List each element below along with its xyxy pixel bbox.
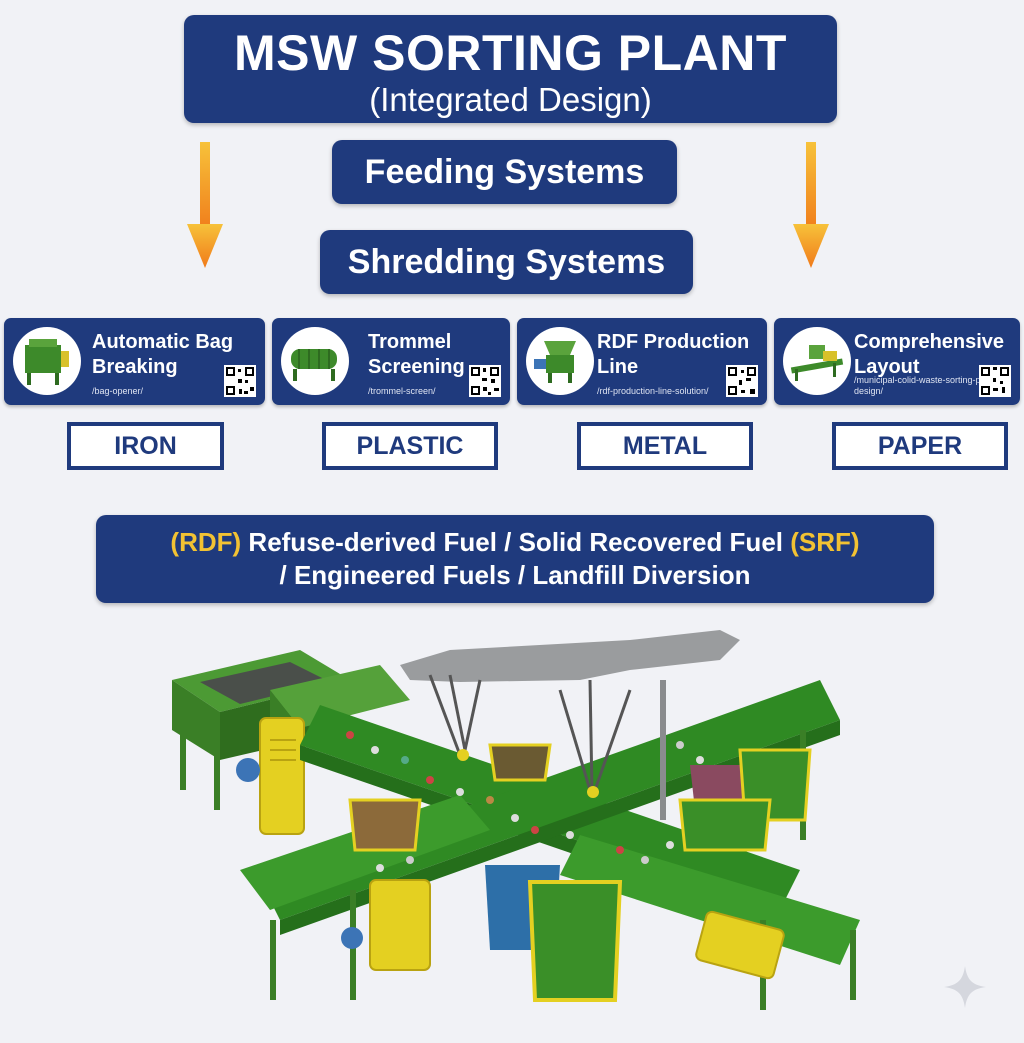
down-arrow-icon bbox=[187, 142, 223, 268]
material-iron-label: IRON bbox=[67, 422, 224, 470]
card-url[interactable]: /trommel-screen/ bbox=[368, 386, 436, 396]
qr-code-icon bbox=[469, 365, 501, 397]
material-paper-label: PAPER bbox=[832, 422, 1008, 470]
delta-robots bbox=[400, 630, 740, 820]
card-url[interactable]: /bag-opener/ bbox=[92, 386, 144, 396]
fuel-output-banner: (RDF) Refuse-derived Fuel / Solid Recove… bbox=[96, 515, 934, 603]
card-title: Trommel Screening bbox=[368, 331, 465, 378]
card-title: Automatic Bag Breaking bbox=[92, 331, 234, 378]
card-rdf-production-line[interactable]: RDF Production Line /rdf-production-line… bbox=[517, 318, 767, 405]
card-title: Comprehensive Layout bbox=[854, 331, 1005, 378]
material-metal-label: METAL bbox=[577, 422, 753, 470]
shredding-systems-label: Shredding Systems bbox=[347, 243, 666, 281]
fuel-line-1: (RDF) Refuse-derived Fuel / Solid Recove… bbox=[96, 526, 934, 559]
conveyor-belts bbox=[240, 680, 860, 1010]
card-url[interactable]: /municipal-colid-waste-sorting-plant-des… bbox=[854, 375, 999, 396]
page-title: MSW SORTING PLANT bbox=[234, 25, 787, 81]
down-arrow-icon bbox=[793, 142, 829, 268]
waste-items bbox=[346, 731, 704, 872]
sorting-plant-illustration bbox=[172, 630, 860, 1010]
feeder-body bbox=[236, 665, 410, 835]
card-url[interactable]: /rdf-production-line-solution/ bbox=[597, 386, 709, 396]
qr-code-icon bbox=[726, 365, 758, 397]
trommel-screen-image bbox=[281, 327, 349, 395]
card-comprehensive-layout[interactable]: Comprehensive Layout /municipal-colid-wa… bbox=[774, 318, 1020, 405]
sparkle-icon bbox=[944, 966, 986, 1008]
rdf-shredder-image bbox=[526, 327, 594, 395]
feeding-systems-box: Feeding Systems bbox=[332, 140, 677, 204]
feeding-systems-label: Feeding Systems bbox=[364, 153, 645, 191]
bag-opener-machine-image bbox=[13, 327, 81, 395]
title-banner: MSW SORTING PLANT (Integrated Design) bbox=[184, 15, 837, 123]
sorting-bins bbox=[348, 743, 812, 1002]
plant-layout-image bbox=[783, 327, 851, 395]
rdf-label: (RDF) bbox=[170, 527, 242, 557]
qr-code-icon bbox=[224, 365, 256, 397]
card-trommel-screening[interactable]: Trommel Screening /trommel-screen/ bbox=[272, 318, 510, 405]
fuel-line-1-text: Refuse-derived Fuel / Solid Recovered Fu… bbox=[241, 527, 791, 557]
page-subtitle: (Integrated Design) bbox=[369, 81, 652, 118]
card-bag-breaking[interactable]: Automatic Bag Breaking /bag-opener/ bbox=[4, 318, 265, 405]
qr-code-icon bbox=[979, 365, 1011, 397]
card-title: RDF Production Line bbox=[597, 331, 750, 378]
material-plastic-label: PLASTIC bbox=[322, 422, 498, 470]
fuel-line-2: / Engineered Fuels / Landfill Diversion bbox=[279, 560, 751, 590]
srf-label: (SRF) bbox=[790, 527, 860, 557]
shredding-systems-box: Shredding Systems bbox=[320, 230, 693, 294]
